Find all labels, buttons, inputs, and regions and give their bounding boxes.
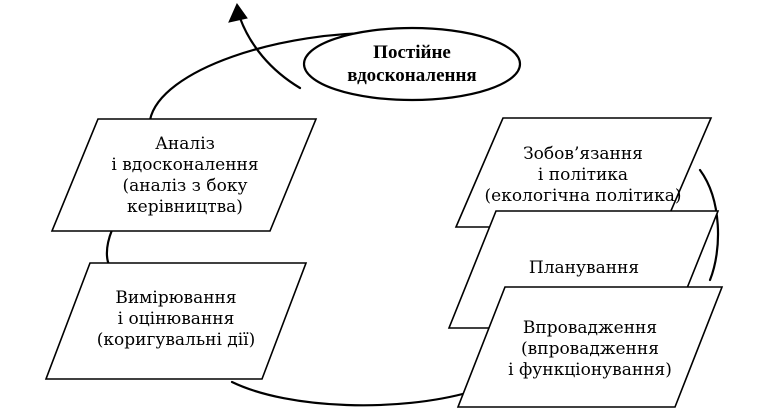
analysis-line-3: (аналіз з боку [122, 176, 248, 196]
analysis-label: Аналіз і вдосконалення (аналіз з боку ке… [90, 134, 280, 218]
implementation-line-3: і функціонування) [508, 360, 672, 380]
measurement-label: Вимірювання і оцінювання (коригувальні д… [76, 288, 276, 351]
commitment-line-1: Зобов’язання [523, 144, 643, 164]
continuous-improvement-ellipse [302, 26, 522, 102]
implementation-line-2: (впровадження [521, 339, 659, 359]
continuous-improvement-line-2: вдосконалення [347, 65, 477, 86]
measurement-line-2: і оцінювання [117, 309, 235, 329]
cycle-loop-path [105, 31, 720, 407]
analysis-line-1: Аналіз [155, 134, 215, 154]
analysis-line-2: і вдосконалення [111, 155, 259, 175]
continuous-improvement-label: Постійне вдосконалення [322, 41, 502, 87]
measurement-line-1: Вимірювання [115, 288, 237, 308]
commitment-label: Зобов’язання і політика (екологічна полі… [473, 144, 693, 207]
implementation-line-1: Впровадження [522, 318, 658, 338]
commitment-line-2: і політика [537, 165, 629, 185]
implementation-label: Впровадження (впровадження і функціонува… [480, 318, 700, 381]
planning-line-1: Планування [528, 258, 640, 278]
analysis-box [50, 118, 318, 232]
measurement-box [44, 262, 308, 380]
continuous-improvement-line-1: Постійне [373, 42, 451, 63]
cycle-arrow-path [238, 16, 302, 90]
planning-label: Планування [484, 258, 684, 279]
analysis-line-4: керівництва) [127, 197, 243, 217]
implementation-box [456, 286, 724, 408]
cycle-arrowhead [228, 2, 248, 23]
measurement-line-3: (коригувальні дії) [96, 330, 256, 350]
commitment-line-3: (екологічна політика) [484, 186, 682, 206]
